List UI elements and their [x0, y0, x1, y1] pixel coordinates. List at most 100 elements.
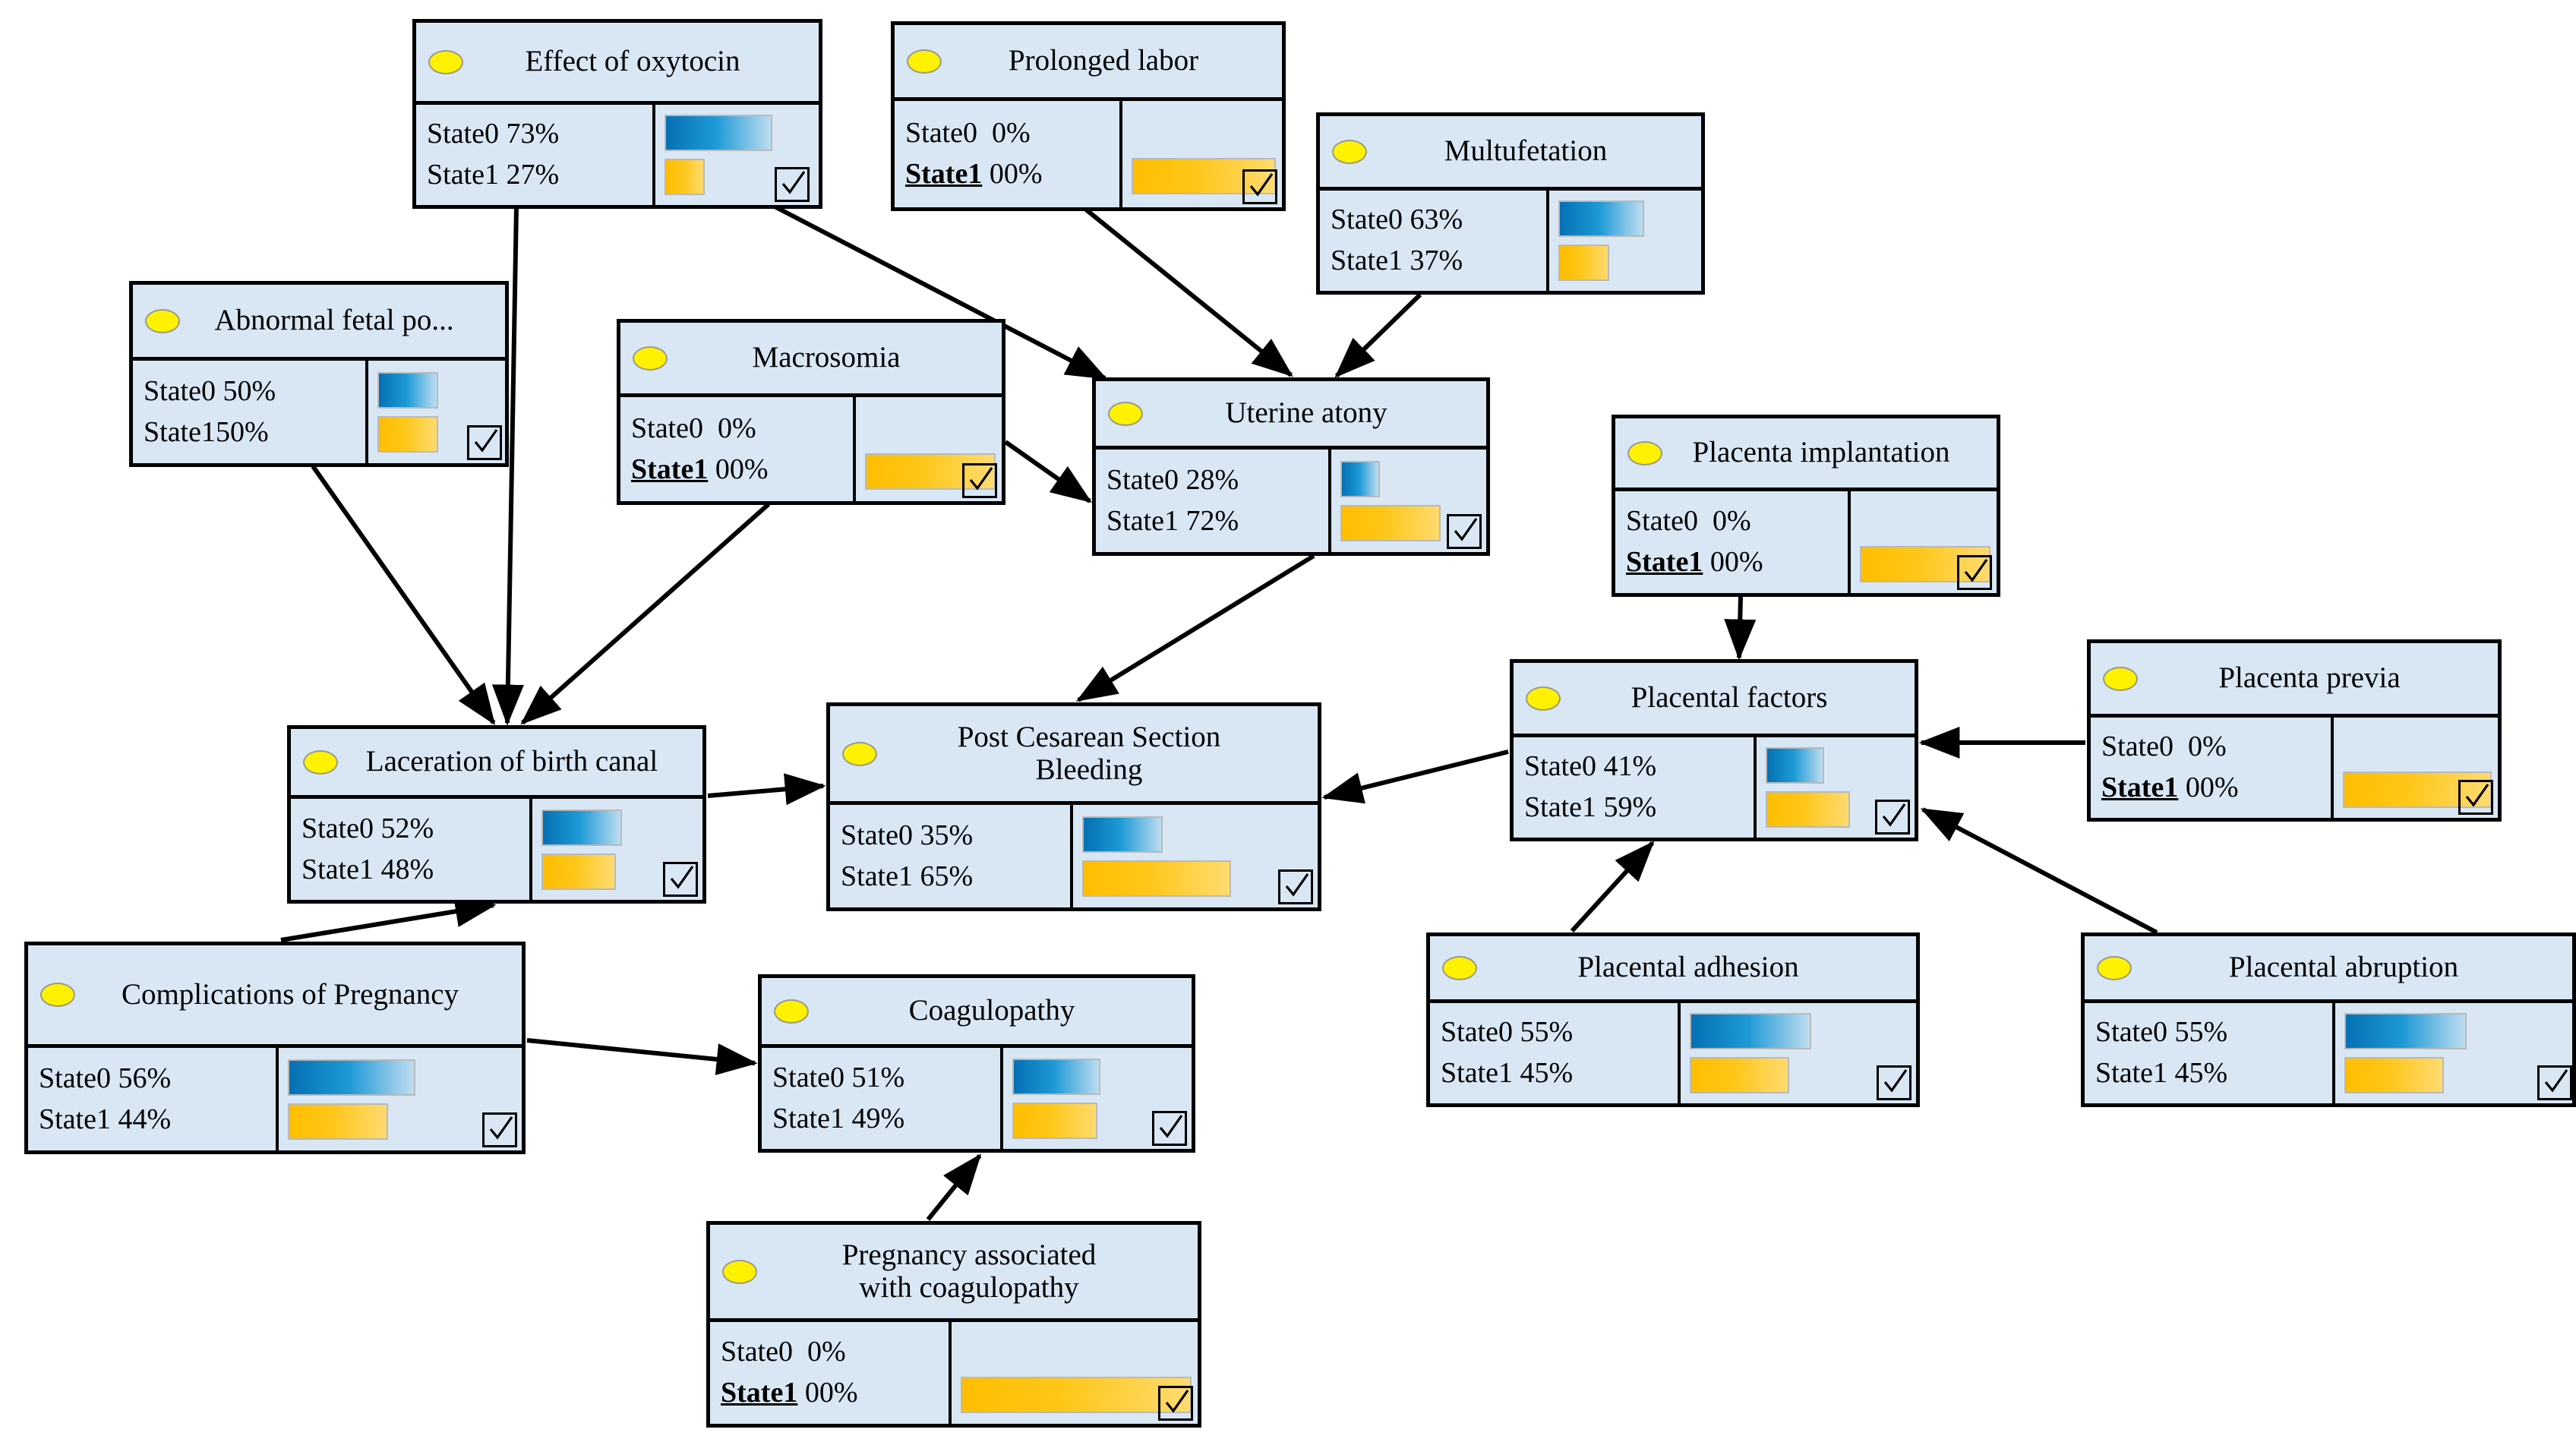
state-row-state1[interactable]: State1 72%: [1106, 504, 1239, 537]
node-header-complications-of-pregnancy[interactable]: Complications of Pregnancy: [28, 945, 522, 1048]
node-body-laceration-of-birth-canal: State0 52% State1 48%: [291, 799, 702, 900]
state-row-state0[interactable]: State0 28%: [1106, 463, 1239, 496]
state-row-state0[interactable]: State0 35%: [841, 819, 974, 851]
node-header-placenta-implantation[interactable]: Placenta implantation: [1615, 418, 1997, 491]
state-row-state1[interactable]: State1 49%: [772, 1102, 905, 1134]
checkmark-icon: [2465, 784, 2489, 807]
state-row-state0[interactable]: State0 63%: [1331, 204, 1463, 236]
state-row-state0[interactable]: State0 55%: [2095, 1016, 2228, 1049]
state-row-state1[interactable]: State1 27%: [427, 159, 560, 191]
state-row-state1[interactable]: State1 65%: [841, 860, 974, 892]
state-row-state0[interactable]: State0 0%: [631, 412, 756, 444]
state-percent: 00%: [715, 453, 769, 485]
edge-abnormal-fetal-position-to-laceration: [311, 465, 496, 725]
evidence-checkbox[interactable]: [962, 463, 997, 498]
state-list: State0 55% State1 45%: [2085, 1003, 2335, 1103]
state-row-state0[interactable]: State0 50%: [144, 374, 276, 407]
state-row-state1[interactable]: State1 59%: [1524, 791, 1657, 823]
state-row-state1[interactable]: State1 45%: [1441, 1057, 1574, 1089]
state-name: State1: [631, 453, 709, 485]
node-header-placental-abruption[interactable]: Placental abruption: [2085, 936, 2572, 1003]
state-row-state1[interactable]: State1 00%: [1626, 542, 1843, 583]
state-row-state1[interactable]: State1 48%: [301, 853, 434, 885]
state-row-state0[interactable]: State0 0%: [721, 1336, 846, 1368]
state-row-state1[interactable]: State1 45%: [2095, 1057, 2228, 1089]
state-list: State0 0% State1 00%: [620, 397, 856, 501]
node-body-placental-factors: State0 41% State1 59%: [1514, 737, 1915, 838]
state-row-state1[interactable]: State1 00%: [2101, 768, 2326, 809]
node-status-dot-icon: [774, 999, 809, 1024]
state-row-state0[interactable]: State0 0%: [905, 117, 1031, 150]
node-header-placenta-previa[interactable]: Placenta previa: [2091, 643, 2498, 718]
state-row-state1[interactable]: State1 44%: [39, 1103, 172, 1135]
node-header-uterine-atony[interactable]: Uterine atony: [1096, 381, 1486, 450]
node-header-prolonged-labor[interactable]: Prolonged labor: [895, 25, 1282, 101]
evidence-checkbox[interactable]: [1957, 555, 1992, 590]
state-row-state1[interactable]: State1 00%: [905, 154, 1115, 195]
node-title: Abnormal fetal po...: [214, 304, 454, 337]
state-row-state0[interactable]: State0 0%: [1626, 505, 1751, 538]
node-abnormal-fetal-position[interactable]: Abnormal fetal po... State0 50% State150%: [129, 281, 509, 467]
state-row-state0[interactable]: State0 51%: [772, 1061, 905, 1093]
node-status-dot-icon: [1332, 139, 1367, 164]
node-header-pregnancy-associated-with-coagulopathy[interactable]: Pregnancy associated with coagulopathy: [710, 1225, 1198, 1322]
node-body-placenta-previa: State0 0% State1 00%: [2091, 718, 2498, 818]
node-body-effect-of-oxytocin: State0 73% State1 27%: [416, 105, 819, 205]
checkmark-icon: [474, 429, 498, 453]
evidence-checkbox[interactable]: [1158, 1386, 1193, 1421]
evidence-checkbox[interactable]: [2537, 1065, 2572, 1100]
state-row-state0[interactable]: State0 41%: [1524, 750, 1657, 783]
evidence-checkbox[interactable]: [1875, 800, 1910, 835]
evidence-checkbox[interactable]: [663, 862, 698, 897]
evidence-checkbox[interactable]: [1278, 869, 1313, 904]
evidence-checkbox[interactable]: [775, 167, 810, 202]
state-list: State0 50% State150%: [133, 361, 368, 463]
state-row-state0[interactable]: State0 52%: [301, 812, 434, 844]
state-row-state0[interactable]: State0 73%: [427, 118, 560, 150]
state-row-state1[interactable]: State1 37%: [1331, 245, 1463, 276]
node-header-laceration-of-birth-canal[interactable]: Laceration of birth canal: [291, 729, 702, 799]
state-row-state1[interactable]: State1 00%: [631, 450, 848, 491]
state-row-state0[interactable]: State0 55%: [1441, 1016, 1574, 1049]
evidence-checkbox[interactable]: [1242, 169, 1277, 204]
node-header-abnormal-fetal-position[interactable]: Abnormal fetal po...: [133, 285, 505, 361]
state-row-state1[interactable]: State1 00%: [721, 1373, 944, 1414]
node-header-placental-factors[interactable]: Placental factors: [1514, 663, 1915, 737]
node-header-multufetation[interactable]: Multufetation: [1320, 116, 1701, 191]
evidence-checkbox[interactable]: [1877, 1065, 1911, 1100]
evidence-checkbox[interactable]: [467, 425, 502, 460]
node-title: Uterine atony: [1225, 396, 1387, 430]
state-row-state0[interactable]: State0 56%: [39, 1062, 172, 1094]
node-header-placental-adhesion[interactable]: Placental adhesion: [1430, 936, 1916, 1003]
node-header-coagulopathy[interactable]: Coagulopathy: [762, 978, 1192, 1048]
state-list: State0 51% State1 49%: [762, 1048, 1003, 1149]
edge-placental-factors-to-post-cesarean: [1321, 749, 1509, 804]
evidence-checkbox[interactable]: [2458, 780, 2493, 815]
node-title: Macrosomia: [752, 341, 901, 374]
probability-bar-state1: [2344, 1057, 2444, 1093]
evidence-checkbox[interactable]: [1447, 514, 1482, 549]
state-row-state1[interactable]: State150%: [144, 415, 269, 448]
node-header-effect-of-oxytocin[interactable]: Effect of oxytocin: [416, 23, 819, 105]
state-row-state0[interactable]: State0 0%: [2101, 730, 2227, 763]
evidence-checkbox[interactable]: [1152, 1111, 1187, 1146]
node-header-macrosomia[interactable]: Macrosomia: [620, 323, 1002, 397]
node-header-post-cesarean-section-bleeding[interactable]: Post Cesarean Section Bleeding: [830, 706, 1318, 805]
evidence-checkbox[interactable]: [482, 1112, 517, 1147]
